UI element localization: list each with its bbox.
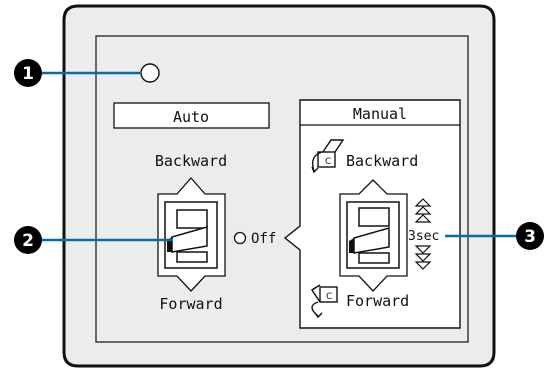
- callout-1-number: 1: [22, 64, 34, 84]
- off-indicator: [233, 231, 247, 245]
- manual-hold-label: 3sec: [408, 229, 439, 244]
- manual-backward-label: Backward: [346, 152, 418, 170]
- manual-title: Manual: [353, 105, 407, 123]
- panel-inner-frame: [95, 35, 469, 343]
- hold-up-arrows-icon: [414, 198, 432, 223]
- callout-3-badge: [516, 222, 544, 250]
- auto-label-box: [113, 102, 270, 129]
- callout-1-badge: [14, 59, 42, 87]
- callout-2-badge: [14, 226, 42, 254]
- indicator-lamp: [140, 63, 160, 83]
- svg-text:C: C: [325, 157, 331, 167]
- hold-down-arrows-icon: [414, 245, 432, 270]
- auto-backward-label: Backward: [155, 152, 227, 170]
- manual-rocker-switch[interactable]: [349, 207, 390, 264]
- svg-text:C: C: [326, 292, 332, 302]
- auto-title: Auto: [173, 108, 209, 126]
- auto-rocker-switch[interactable]: [167, 209, 208, 263]
- off-label: Off: [251, 231, 276, 247]
- callout-2-number: 2: [22, 231, 34, 251]
- roll-forward-icon: C: [311, 284, 338, 319]
- roll-backward-icon: C: [311, 139, 345, 174]
- manual-forward-label: Forward: [346, 292, 409, 310]
- callout-3-number: 3: [524, 227, 536, 247]
- auto-forward-label: Forward: [159, 295, 222, 313]
